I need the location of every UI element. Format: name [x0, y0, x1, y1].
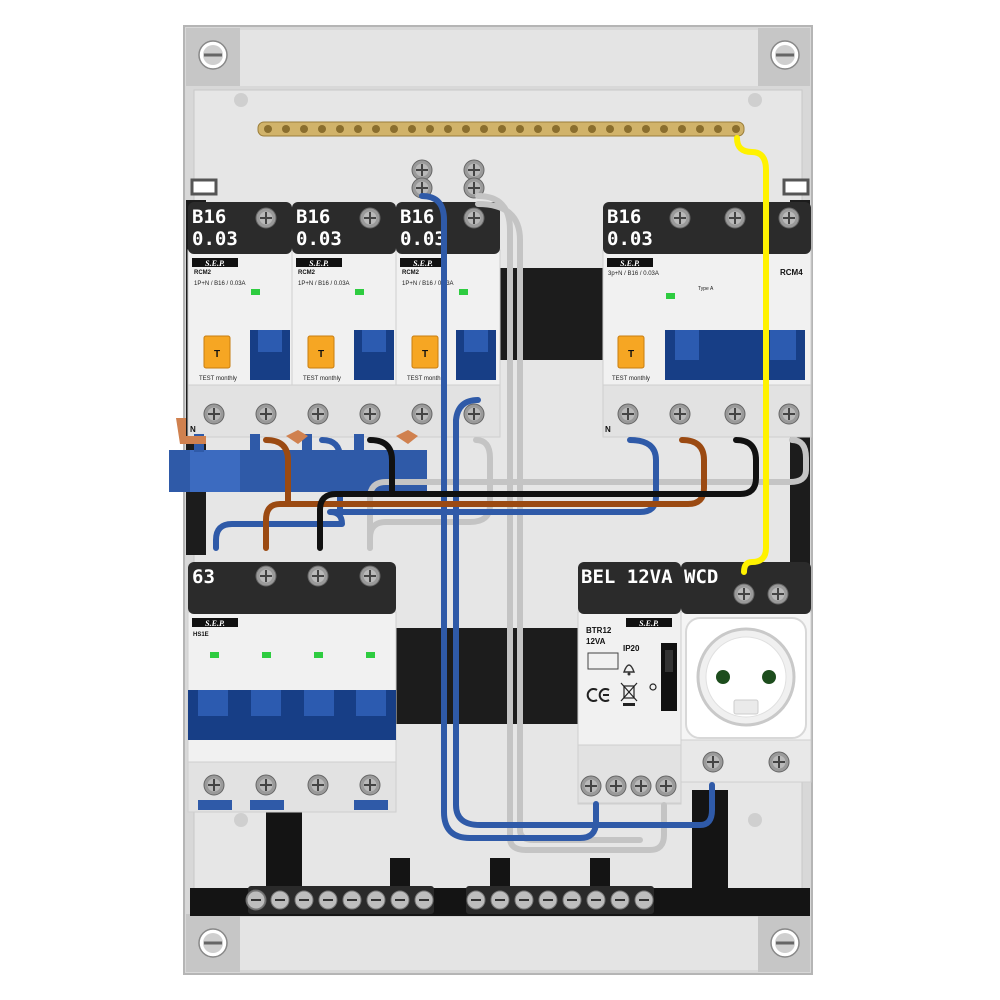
mounting-screw-icon: [197, 39, 229, 71]
rcm4-type: Type A: [698, 286, 714, 292]
test-button[interactable]: [411, 335, 439, 369]
neutral-link: [176, 418, 418, 444]
test-button[interactable]: [617, 335, 645, 369]
rcm4-model: RCM4: [780, 268, 803, 277]
test-label: TEST monthly: [407, 376, 445, 382]
svg-text:T: T: [318, 349, 324, 360]
bell-transformer-rating: 12VA: [586, 637, 606, 646]
rcbo-rating-label: B16: [192, 206, 226, 228]
status-led-icon: [459, 289, 468, 295]
test-label: TEST monthly: [199, 376, 237, 382]
main-switch-model: HS1E: [193, 632, 209, 638]
rcbo-sensitivity-label: 0.03: [400, 228, 446, 250]
mounting-screw-icon: [769, 927, 801, 959]
brand-logo: S.E.P.: [620, 259, 640, 268]
rcbo-spec: 1P+N / B16 / 0.03A: [194, 281, 246, 287]
socket-label: WCD: [684, 566, 718, 588]
socket-outlet[interactable]: WCD: [680, 562, 812, 783]
rcm4-sensitivity-label: 0.03: [607, 228, 653, 250]
mounting-screw-icon: [769, 39, 801, 71]
main-switch-rating-label: 63: [192, 566, 215, 588]
weee-bin-icon: [620, 682, 638, 706]
brand-logo: S.E.P.: [309, 259, 329, 268]
ce-mark-icon: [586, 688, 610, 702]
neutral-terminal-block: [245, 886, 654, 914]
rcbo-rating-label: B16: [296, 206, 330, 228]
bell-transformer-ip: IP20: [623, 644, 640, 653]
test-label: TEST monthly: [612, 376, 650, 382]
rcbo-row: B16 0.03 S.E.P. RCM2 1P+N / B16 / 0.03A …: [187, 202, 501, 438]
socket-pin-hole-icon: [716, 670, 730, 684]
status-led-icon: [366, 652, 375, 658]
status-led-icon: [210, 652, 219, 658]
neutral-mark: N: [605, 425, 611, 434]
rcbo-module-3[interactable]: B16 0.03 S.E.P. RCM2 1P+N / B16 / 0.03A …: [400, 206, 496, 425]
status-led-icon: [355, 289, 364, 295]
status-led-icon: [251, 289, 260, 295]
rcbo-model: RCM2: [402, 270, 420, 276]
test-button[interactable]: [307, 335, 335, 369]
rcbo-sensitivity-label: 0.03: [296, 228, 342, 250]
brand-logo: S.E.P.: [205, 259, 225, 268]
bell-transformer-model: BTR12: [586, 626, 612, 635]
test-button[interactable]: [203, 335, 231, 369]
status-led-icon: [666, 293, 675, 299]
rcbo-module-2[interactable]: B16 0.03 S.E.P. RCM2 1P+N / B16 / 0.03A …: [296, 206, 394, 425]
svg-text:T: T: [628, 349, 634, 360]
rcbo-model: RCM2: [298, 270, 316, 276]
earth-busbar: [257, 121, 745, 137]
status-led-icon: [314, 652, 323, 658]
rcm4-module[interactable]: B16 0.03 S.E.P. 3p+N / B16 / 0.03A RCM4 …: [602, 202, 812, 438]
outgoing-terminals: [198, 800, 388, 810]
brand-logo: S.E.P.: [205, 619, 225, 628]
rcbo-spec: 1P+N / B16 / 0.03A: [298, 281, 350, 287]
rcbo-sensitivity-label: 0.03: [192, 228, 238, 250]
rcm4-rating-label: B16: [607, 206, 641, 228]
brand-logo: S.E.P.: [639, 619, 659, 628]
bell-transformer-label: BEL 12VA: [581, 566, 673, 588]
bell-transformer: BEL 12VA S.E.P. BTR12 12VA IP20: [577, 562, 682, 805]
test-label: TEST monthly: [303, 376, 341, 382]
svg-text:T: T: [422, 349, 428, 360]
rcbo-model: RCM2: [194, 270, 212, 276]
status-led-icon: [262, 652, 271, 658]
rcbo-module-1[interactable]: B16 0.03 S.E.P. RCM2 1P+N / B16 / 0.03A …: [190, 206, 290, 434]
rcbo-rating-label: B16: [400, 206, 434, 228]
rcbo-spec: 1P+N / B16 / 0.03A: [402, 281, 454, 287]
brand-logo: S.E.P.: [413, 259, 433, 268]
rcm4-spec: 3p+N / B16 / 0.03A: [608, 271, 659, 277]
bell-icon: [623, 664, 635, 676]
neutral-mark: N: [190, 425, 196, 434]
wiring: [213, 135, 809, 853]
main-switch[interactable]: 63 S.E.P. HS1E: [187, 562, 397, 813]
socket-pin-hole-icon: [762, 670, 776, 684]
svg-text:T: T: [214, 349, 220, 360]
mounting-screw-icon: [197, 927, 229, 959]
